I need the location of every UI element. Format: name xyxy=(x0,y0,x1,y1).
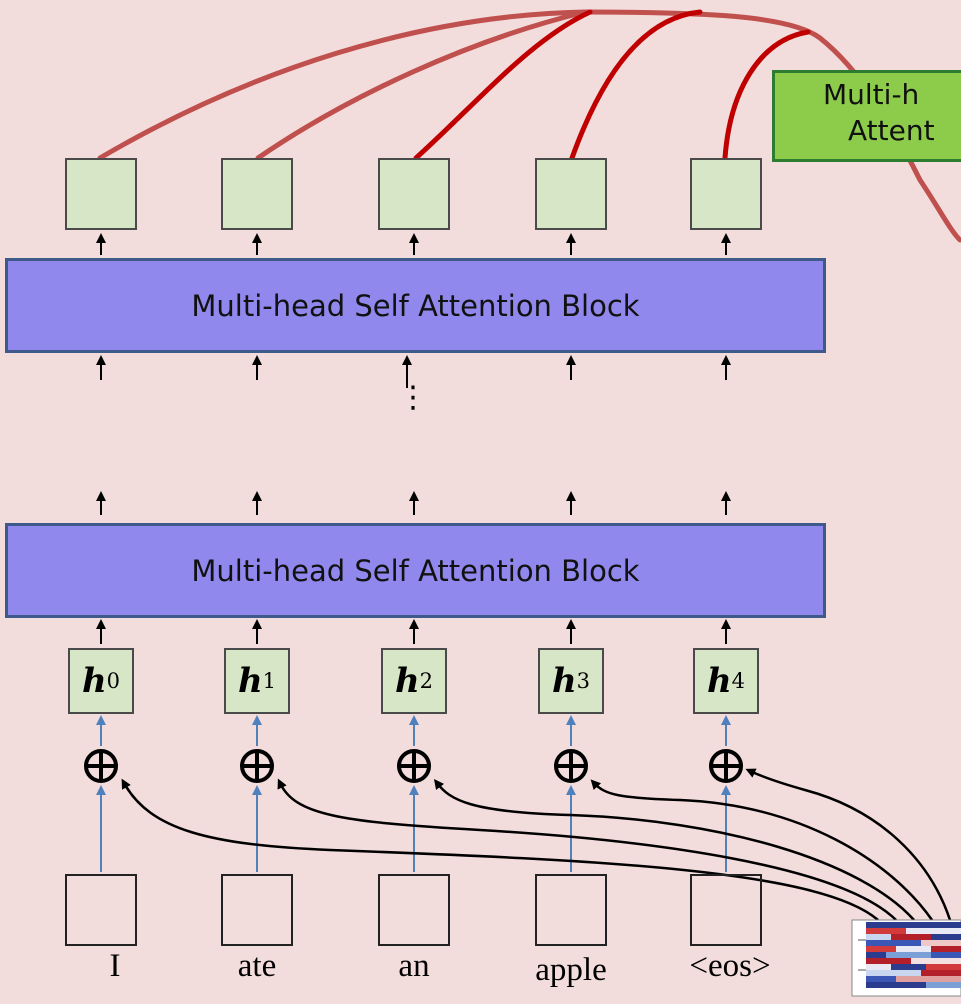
top-node-arrows xyxy=(96,233,731,255)
top-node-3 xyxy=(535,158,607,230)
top-node-1 xyxy=(221,158,293,230)
sum-node-1 xyxy=(240,749,274,783)
layer-ellipsis: ⋮ xyxy=(398,380,428,415)
attention-line-main xyxy=(582,9,961,243)
input-box-0 xyxy=(65,874,137,946)
sum-node-3 xyxy=(554,749,588,783)
top-node-4 xyxy=(690,158,762,230)
attention-block-bottom: Multi-head Self Attention Block xyxy=(5,523,826,618)
token-1: ate xyxy=(237,948,277,984)
cross-attention-label-line2: Attent xyxy=(848,114,935,147)
bottom-block-output-arrows xyxy=(96,491,731,515)
sum-nodes xyxy=(84,749,743,783)
positional-encoding-heatmap xyxy=(851,919,961,997)
cross-attention-box: Multi-h Attent xyxy=(772,70,961,162)
input-box-3 xyxy=(535,874,607,946)
attention-line-1 xyxy=(255,9,588,161)
sum-node-4 xyxy=(709,749,743,783)
attention-lines xyxy=(97,9,961,243)
attention-line-2 xyxy=(413,9,593,161)
sum-node-2 xyxy=(397,749,431,783)
attention-line-4 xyxy=(722,29,811,161)
token-2: an xyxy=(398,948,430,984)
hidden-to-block-arrows xyxy=(96,619,731,644)
token-0: I xyxy=(109,948,121,984)
input-to-sum-arrows xyxy=(96,785,731,872)
sum-to-hidden-arrows xyxy=(96,715,731,746)
top-block-input-arrows xyxy=(96,355,731,388)
attention-line-0 xyxy=(97,9,588,161)
positional-encoding-arrows xyxy=(121,768,952,921)
attention-block-top-label: Multi-head Self Attention Block xyxy=(191,288,640,323)
attention-block-top: Multi-head Self Attention Block xyxy=(5,258,826,353)
sum-node-0 xyxy=(84,749,118,783)
input-box-4 xyxy=(690,874,762,946)
input-box-2 xyxy=(378,874,450,946)
cross-attention-label-line1: Multi-h xyxy=(823,78,920,111)
token-4: <eos> xyxy=(689,948,771,984)
attention-block-bottom-label: Multi-head Self Attention Block xyxy=(191,553,640,588)
attention-line-3 xyxy=(569,9,703,161)
input-box-1 xyxy=(221,874,293,946)
top-node-0 xyxy=(65,158,137,230)
token-3: apple xyxy=(535,952,607,988)
top-node-2 xyxy=(378,158,450,230)
